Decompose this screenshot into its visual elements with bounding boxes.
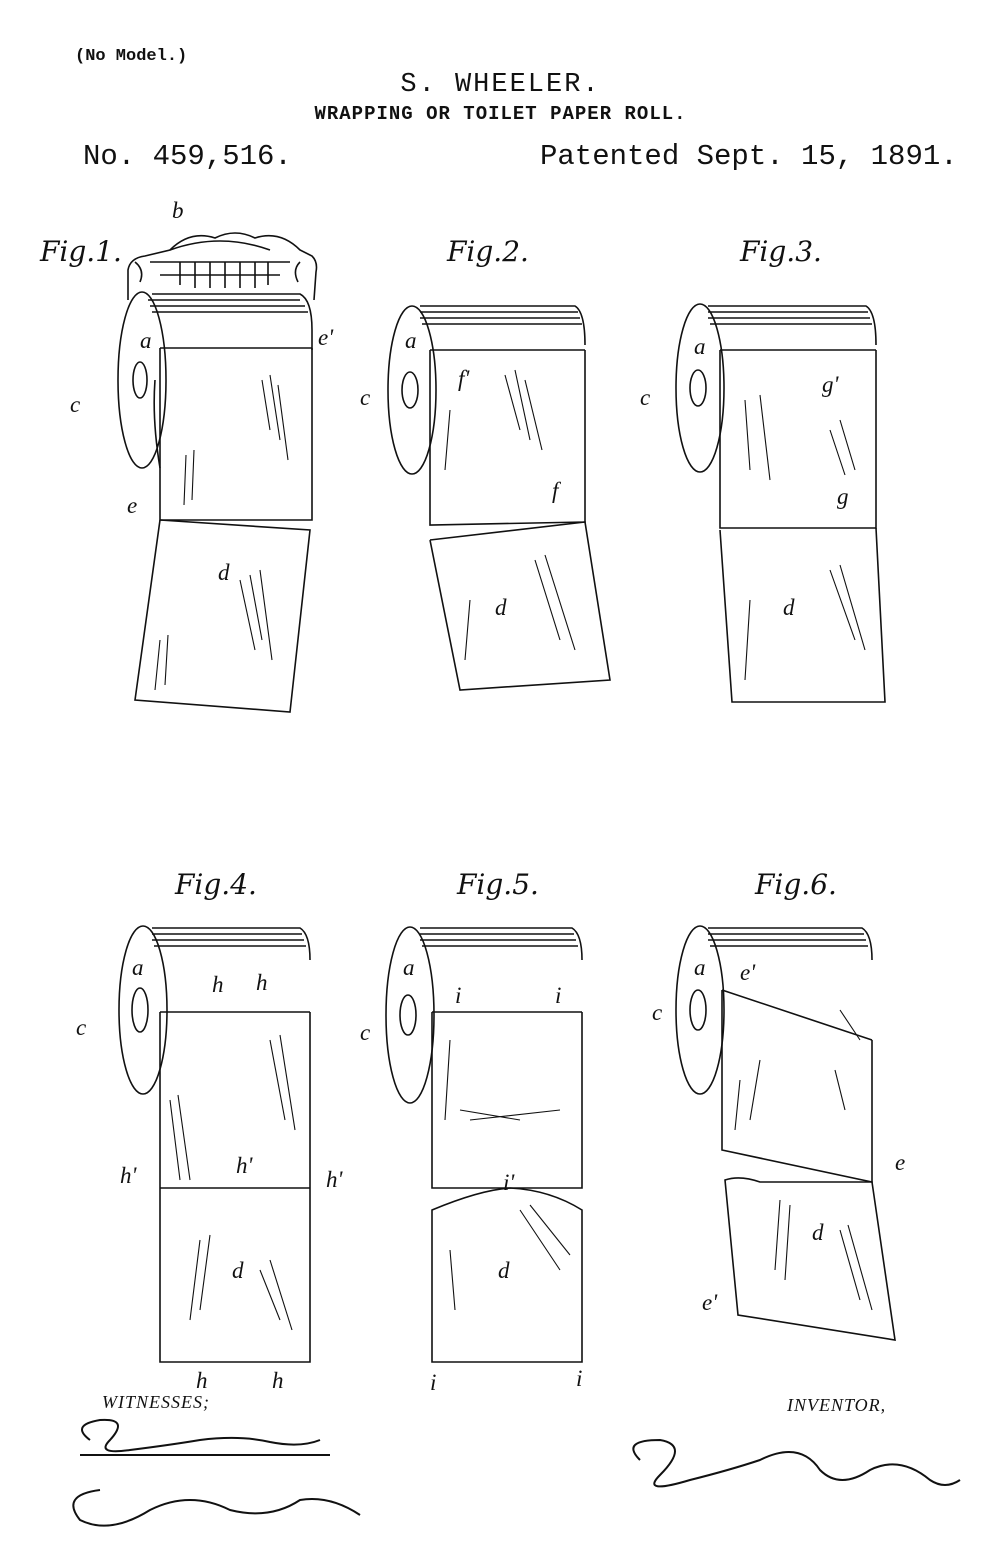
fig6-drawing xyxy=(675,925,896,1341)
ref-label: i xyxy=(555,983,562,1008)
ref-label: d xyxy=(498,1258,510,1283)
ref-label: a xyxy=(694,334,706,359)
fig1-label: Fig.1. xyxy=(40,235,122,268)
ref-label: g xyxy=(837,484,849,509)
ref-label: a xyxy=(403,955,415,980)
ref-label: a xyxy=(405,328,417,353)
ref-label: h xyxy=(256,970,268,995)
ref-label: h xyxy=(272,1368,284,1393)
witness-signatures xyxy=(72,1418,361,1527)
ref-label: d xyxy=(783,595,795,620)
fig1-drawing xyxy=(117,232,318,713)
fig5-drawing xyxy=(385,926,583,1363)
ref-label: e' xyxy=(702,1290,718,1315)
ref-label: c xyxy=(640,385,651,410)
ref-label: d xyxy=(218,560,230,585)
patent-number: No. 459,516. xyxy=(83,140,292,173)
ref-label: i' xyxy=(503,1170,515,1195)
ref-label: i xyxy=(455,983,462,1008)
ref-label: e' xyxy=(740,960,756,985)
ref-label: b xyxy=(172,198,184,223)
ref-label: h xyxy=(212,972,224,997)
ref-label: e xyxy=(895,1150,906,1175)
fig4-label: Fig.4. xyxy=(175,868,257,901)
fig3-label: Fig.3. xyxy=(740,235,822,268)
fig2-label: Fig.2. xyxy=(447,235,529,268)
fig5-label: Fig.5. xyxy=(457,868,539,901)
ref-label: f xyxy=(552,478,559,503)
fig3-drawing xyxy=(675,303,886,703)
ref-label: i xyxy=(576,1366,583,1391)
ref-label: h' xyxy=(326,1167,343,1192)
witnesses-label: WITNESSES; xyxy=(102,1392,210,1412)
ref-label: d xyxy=(812,1220,824,1245)
ref-label: c xyxy=(360,385,371,410)
ref-label: a xyxy=(694,955,706,980)
fig6-label: Fig.6. xyxy=(755,868,837,901)
inventor-signature xyxy=(632,1438,961,1488)
ref-label: a xyxy=(140,328,152,353)
ref-label: g' xyxy=(822,372,839,397)
patent-title: WRAPPING OR TOILET PAPER ROLL. xyxy=(314,103,687,125)
ref-label: h' xyxy=(236,1153,253,1178)
ref-label: h xyxy=(196,1368,208,1393)
ref-label: e xyxy=(127,493,138,518)
inventor-label: INVENTOR, xyxy=(787,1395,887,1415)
ref-label: d xyxy=(232,1258,244,1283)
inventor-name-heading: S. WHEELER. xyxy=(400,70,601,100)
ref-label: c xyxy=(70,392,81,417)
ref-label: a xyxy=(132,955,144,980)
ref-label: e' xyxy=(318,325,334,350)
ref-label: h' xyxy=(120,1163,137,1188)
ref-label: c xyxy=(76,1015,87,1040)
fig2-drawing xyxy=(387,305,611,691)
ref-label: c xyxy=(360,1020,371,1045)
fig1-holder xyxy=(127,232,318,301)
ref-label: c xyxy=(652,1000,663,1025)
patent-date: Patented Sept. 15, 1891. xyxy=(540,140,958,173)
ref-label: i xyxy=(430,1370,437,1395)
ref-label: f' xyxy=(458,366,470,391)
fig4-drawing xyxy=(118,925,311,1363)
no-model-note: (No Model.) xyxy=(75,47,188,66)
ref-label: d xyxy=(495,595,507,620)
